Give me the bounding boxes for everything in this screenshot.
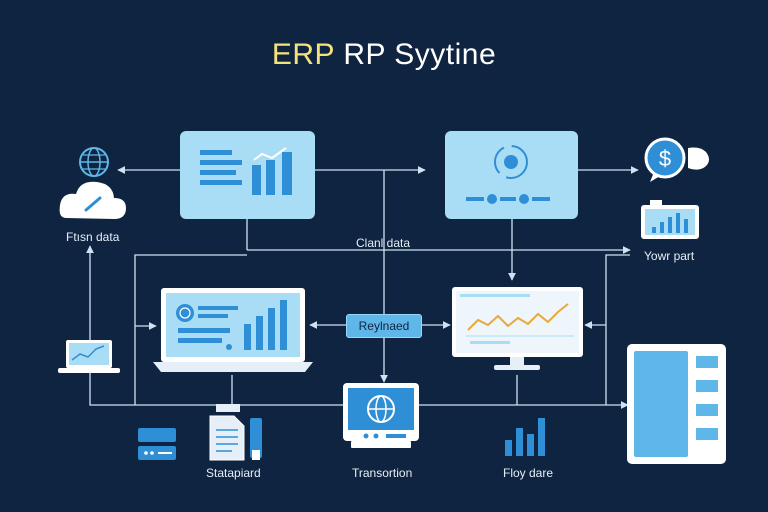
dashboard-panel-top-left[interactable]	[180, 131, 315, 219]
document-icon	[209, 404, 262, 461]
bar-chart-icon	[505, 418, 545, 456]
monitor-icon[interactable]	[343, 383, 419, 448]
tablet-device[interactable]	[627, 344, 726, 464]
server-icon	[138, 428, 176, 460]
connectors	[86, 166, 639, 409]
line-right-bracket	[605, 254, 630, 405]
control-panel-top-right[interactable]	[445, 131, 578, 219]
page-title: ERP RP Syytine	[0, 38, 768, 72]
cloud-icon	[59, 181, 126, 219]
client-data-label: Clanl data	[356, 236, 411, 250]
flow-date-label: Floy dare	[503, 466, 554, 480]
your-part-label: Yowr part	[644, 249, 695, 263]
line-bottom	[89, 372, 629, 409]
from-data-label: Ftısn data	[66, 230, 120, 244]
line-left-bracket	[134, 254, 247, 405]
bar-chart-monitor-small	[641, 200, 699, 239]
dollar-icon: $	[644, 137, 709, 182]
svg-text:$: $	[659, 146, 671, 171]
transaction-label: Transortion	[352, 466, 413, 480]
small-laptop[interactable]	[58, 340, 120, 373]
replaced-node[interactable]: Reylnaed	[346, 314, 422, 338]
standard-label: Statapiard	[206, 466, 261, 480]
globe-icon	[79, 147, 109, 177]
line-chart-monitor[interactable]	[452, 287, 583, 370]
title-accent: ERP	[271, 38, 335, 71]
title-rest: RP Syytine	[334, 38, 497, 71]
main-laptop[interactable]	[153, 288, 313, 372]
